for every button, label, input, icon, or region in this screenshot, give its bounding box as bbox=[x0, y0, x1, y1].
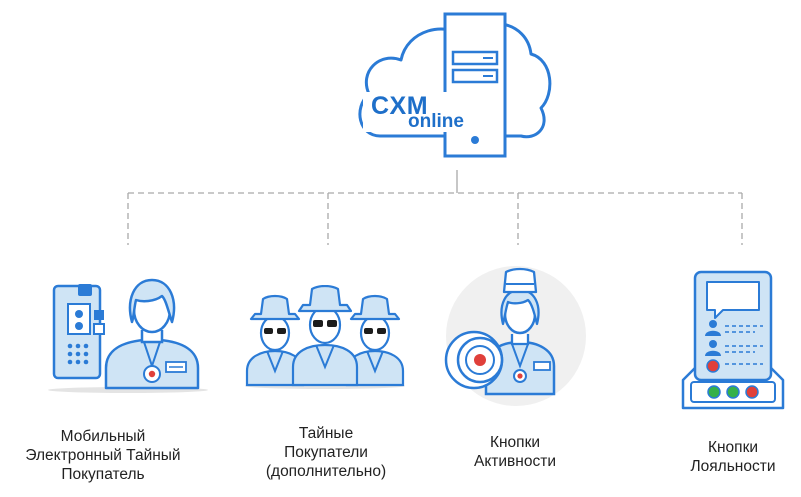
cloud-server-icon bbox=[358, 12, 552, 158]
logo-sub: online bbox=[408, 111, 464, 132]
label-line: Тайные bbox=[298, 425, 354, 442]
activity-button-operator-icon bbox=[444, 266, 586, 406]
label-line: Лояльности bbox=[690, 458, 776, 475]
label-activity-buttons: Кнопки Активности bbox=[450, 433, 580, 471]
label-line: Кнопки bbox=[489, 434, 541, 451]
label-line: Активности bbox=[474, 453, 556, 470]
label-mystery-shoppers: Тайные Покупатели (дополнительно) bbox=[246, 424, 406, 481]
label-loyalty-buttons: Кнопки Лояльности bbox=[671, 438, 795, 476]
cloud-server-hub: CXM online bbox=[355, 8, 555, 158]
label-line: Кнопки bbox=[707, 439, 759, 456]
logo-main: CXM bbox=[371, 92, 429, 120]
loyalty-terminal-icon bbox=[681, 270, 785, 410]
node-mobile-mystery-shopper bbox=[48, 270, 208, 395]
label-line: Электронный Тайный bbox=[25, 447, 181, 464]
label-line: Покупатели bbox=[284, 444, 368, 461]
label-mobile-mystery-shopper: Мобильный Электронный Тайный Покупатель bbox=[3, 427, 203, 484]
mobile-mystery-shopper-icon bbox=[48, 278, 208, 393]
node-loyalty-buttons bbox=[675, 268, 791, 418]
label-line: Покупатель bbox=[61, 466, 145, 483]
node-activity-buttons bbox=[440, 258, 590, 408]
label-line: (дополнительно) bbox=[265, 463, 387, 480]
label-line: Мобильный bbox=[60, 428, 146, 445]
mystery-shoppers-icon bbox=[245, 285, 405, 389]
node-mystery-shoppers bbox=[245, 285, 405, 390]
